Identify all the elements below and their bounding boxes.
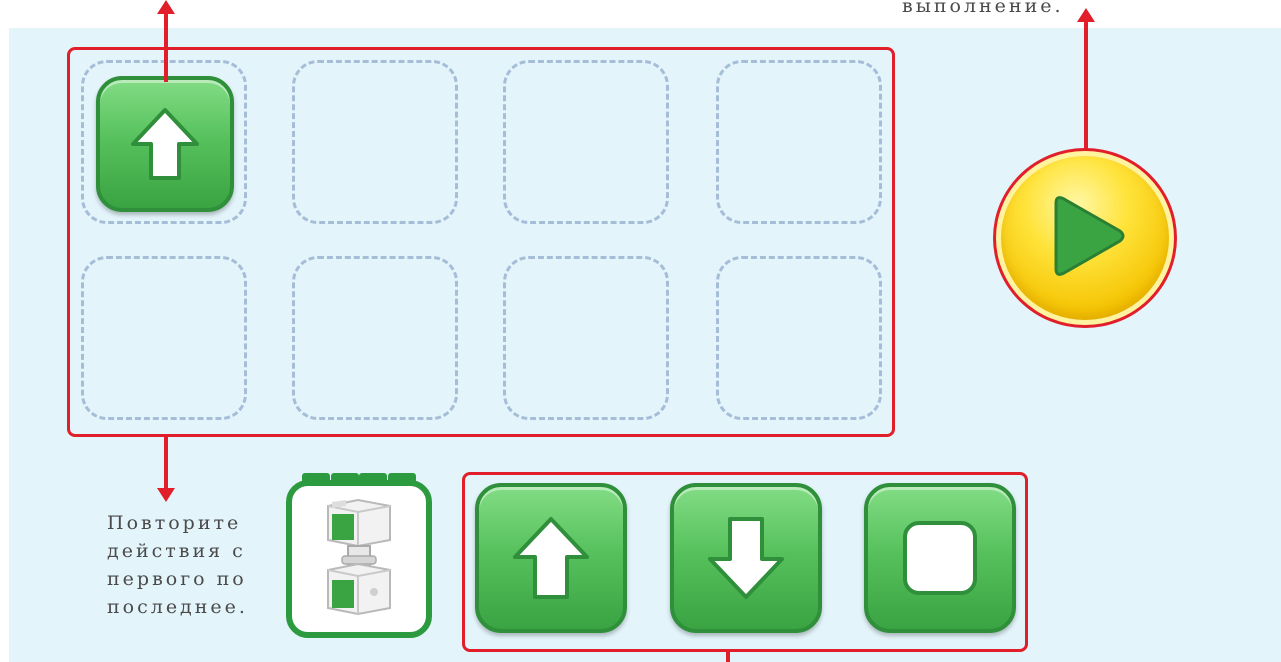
- program-slot-4[interactable]: [716, 60, 882, 224]
- stop-square-icon: [901, 519, 979, 597]
- run-caption: выполнение.: [902, 0, 1102, 20]
- program-slot-5[interactable]: [81, 256, 247, 420]
- program-block-up-arrow[interactable]: [96, 76, 234, 212]
- repeat-caption-line-1: Повторите: [107, 509, 267, 537]
- robot-block-icon: [318, 496, 400, 622]
- pointer-head-to-repeat-caption: [157, 488, 175, 502]
- pointer-line-to-repeat-caption: [164, 437, 168, 489]
- play-icon: [1040, 191, 1130, 285]
- pointer-line-to-caption: [1084, 20, 1088, 150]
- repeat-caption-line-3: первого по: [107, 565, 267, 593]
- block-studs: [302, 473, 416, 485]
- program-slot-2[interactable]: [292, 60, 458, 224]
- repeat-caption-line-2: действия с: [107, 537, 267, 565]
- program-slot-6[interactable]: [292, 256, 458, 420]
- pointer-head-to-block: [157, 0, 175, 14]
- robot-block-card[interactable]: [286, 480, 432, 638]
- palette-up-arrow-button[interactable]: [475, 483, 627, 633]
- run-button[interactable]: [993, 148, 1177, 328]
- repeat-caption-line-4: последнее.: [107, 593, 267, 621]
- up-arrow-icon: [511, 515, 591, 601]
- pointer-head-to-caption: [1077, 8, 1095, 22]
- program-slot-3[interactable]: [503, 60, 669, 224]
- repeat-caption: Повторите действия с первого по последне…: [107, 509, 267, 621]
- pointer-line-to-palette: [726, 652, 730, 662]
- palette-down-arrow-button[interactable]: [670, 483, 822, 633]
- program-slot-7[interactable]: [503, 256, 669, 420]
- run-button-face: [1001, 156, 1169, 320]
- pointer-line-to-block: [164, 12, 168, 82]
- palette-stop-button[interactable]: [864, 483, 1016, 633]
- down-arrow-icon: [706, 515, 786, 601]
- up-arrow-icon: [129, 106, 201, 182]
- program-slot-8[interactable]: [716, 256, 882, 420]
